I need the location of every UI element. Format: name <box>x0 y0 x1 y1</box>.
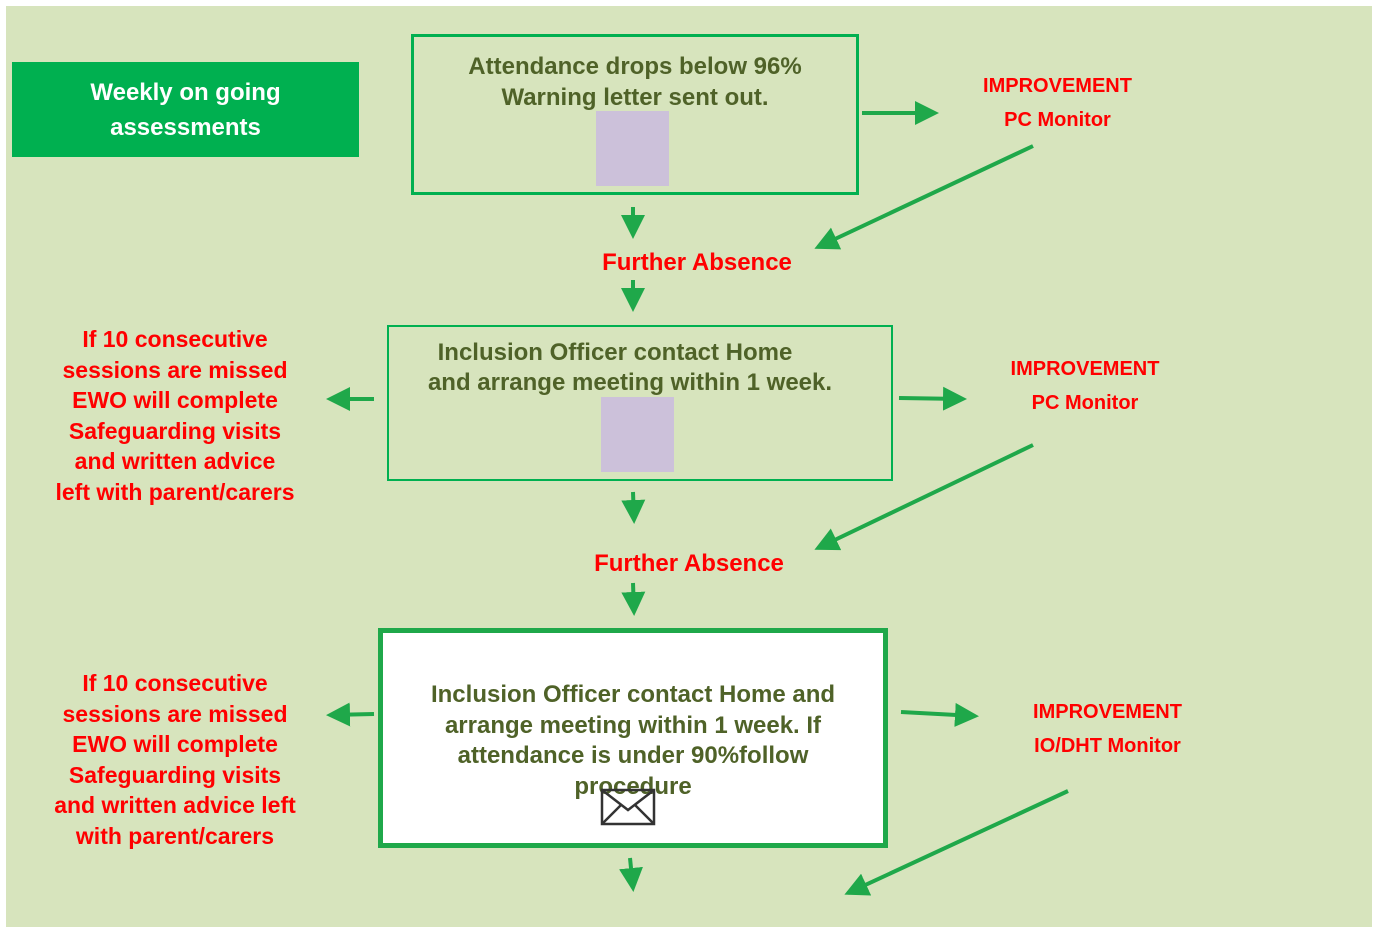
left-note-1: If 10 consecutive sessions are missed EW… <box>20 324 330 507</box>
left-note-1-line: left with parent/carers <box>55 478 295 505</box>
improvement-1-title: IMPROVEMENT <box>983 75 1132 97</box>
step2-line: and arrange meeting within 1 week. <box>427 369 833 396</box>
step3-box <box>378 628 888 848</box>
arrow-improvement1-to-absence1 <box>814 144 1034 250</box>
further-absence-2: Further Absence <box>594 550 784 577</box>
arrow-absence2-down <box>621 582 646 616</box>
left-note-2-line: sessions are missed <box>62 700 288 727</box>
arrow-step2-down <box>621 491 646 524</box>
improvement-1: IMPROVEMENT PC Monitor <box>935 69 1180 137</box>
improvement-3: IMPROVEMENT IO/DHT Monitor <box>985 695 1230 763</box>
left-note-1-line: If 10 consecutive <box>82 326 268 352</box>
left-note-1-line: EWO will complete <box>72 387 278 413</box>
step2-image-placeholder <box>601 397 674 472</box>
improvement-2-title: IMPROVEMENT <box>1010 358 1160 380</box>
arrow-step2-to-improvement2 <box>898 386 967 411</box>
further-absence-1: Further Absence <box>602 249 792 276</box>
step3-text: Inclusion Officer contact Home and arran… <box>383 680 883 802</box>
step1-line: Attendance drops below 96% <box>468 53 802 80</box>
improvement-3-subtitle: IO/DHT Monitor <box>1034 735 1181 757</box>
left-note-1-line: and written advice <box>74 448 276 474</box>
step2-text: Inclusion Officer contact Home and arran… <box>387 338 893 398</box>
step2-line: Inclusion Officer contact Home <box>437 339 793 366</box>
header-box-line: assessments <box>110 113 261 141</box>
arrow-improvement3-down <box>844 789 1069 896</box>
step3-line: arrange meeting within 1 week. If <box>444 711 822 739</box>
arrow-step3-to-improvement3 <box>900 702 979 727</box>
left-note-2-line: If 10 consecutive <box>82 670 268 696</box>
left-note-2: If 10 consecutive sessions are missed EW… <box>20 668 330 851</box>
step1-image-placeholder <box>596 111 669 186</box>
header-box-line: Weekly on going <box>90 78 281 106</box>
step3-line: procedure <box>574 772 692 800</box>
step2-box <box>387 325 893 481</box>
arrow-step3-to-left-note2 <box>326 702 375 727</box>
improvement-3-title: IMPROVEMENT <box>1033 701 1182 723</box>
envelope-icon <box>597 782 659 830</box>
left-note-2-line: EWO will complete <box>72 731 278 757</box>
arrow-step3-down <box>619 857 643 892</box>
left-note-1-line: sessions are missed <box>62 356 288 383</box>
improvement-2-subtitle: PC Monitor <box>1031 392 1139 414</box>
header-box: Weekly on going assessments <box>12 62 359 157</box>
left-note-1-line: Safeguarding visits <box>68 417 282 444</box>
left-note-2-line: Safeguarding visits <box>68 761 282 788</box>
step1-line: Warning letter sent out. <box>501 84 769 111</box>
step1-box <box>411 34 859 195</box>
step1-text: Attendance drops below 96% Warning lette… <box>411 51 859 113</box>
left-note-2-line: with parent/carers <box>75 822 275 849</box>
improvement-1-subtitle: PC Monitor <box>1004 109 1111 131</box>
step3-line: Inclusion Officer contact Home and <box>430 681 836 708</box>
arrow-improvement2-to-absence2 <box>814 443 1034 551</box>
step3-line: attendance is under 90%follow <box>457 742 809 769</box>
improvement-2: IMPROVEMENT PC Monitor <box>965 352 1205 420</box>
left-note-2-line: and written advice left <box>54 792 296 818</box>
